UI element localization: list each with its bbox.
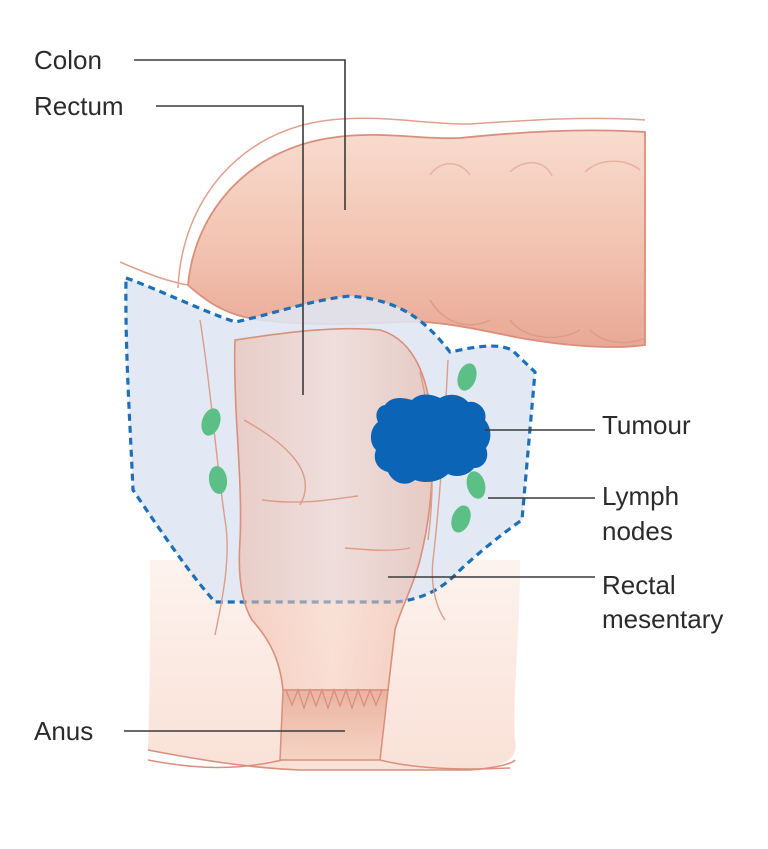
rectal-mesentary-label-line1: Rectal xyxy=(602,570,676,600)
rectal-mesentary-label-line2: mesentary xyxy=(602,604,723,634)
tumour-label: Tumour xyxy=(602,410,691,440)
colon-label: Colon xyxy=(34,45,102,75)
lymph-nodes-label-line2: nodes xyxy=(602,516,673,546)
rectum-label: Rectum xyxy=(34,91,124,121)
lymph-nodes-label-line1: Lymph xyxy=(602,481,679,511)
anus-label: Anus xyxy=(34,716,93,746)
